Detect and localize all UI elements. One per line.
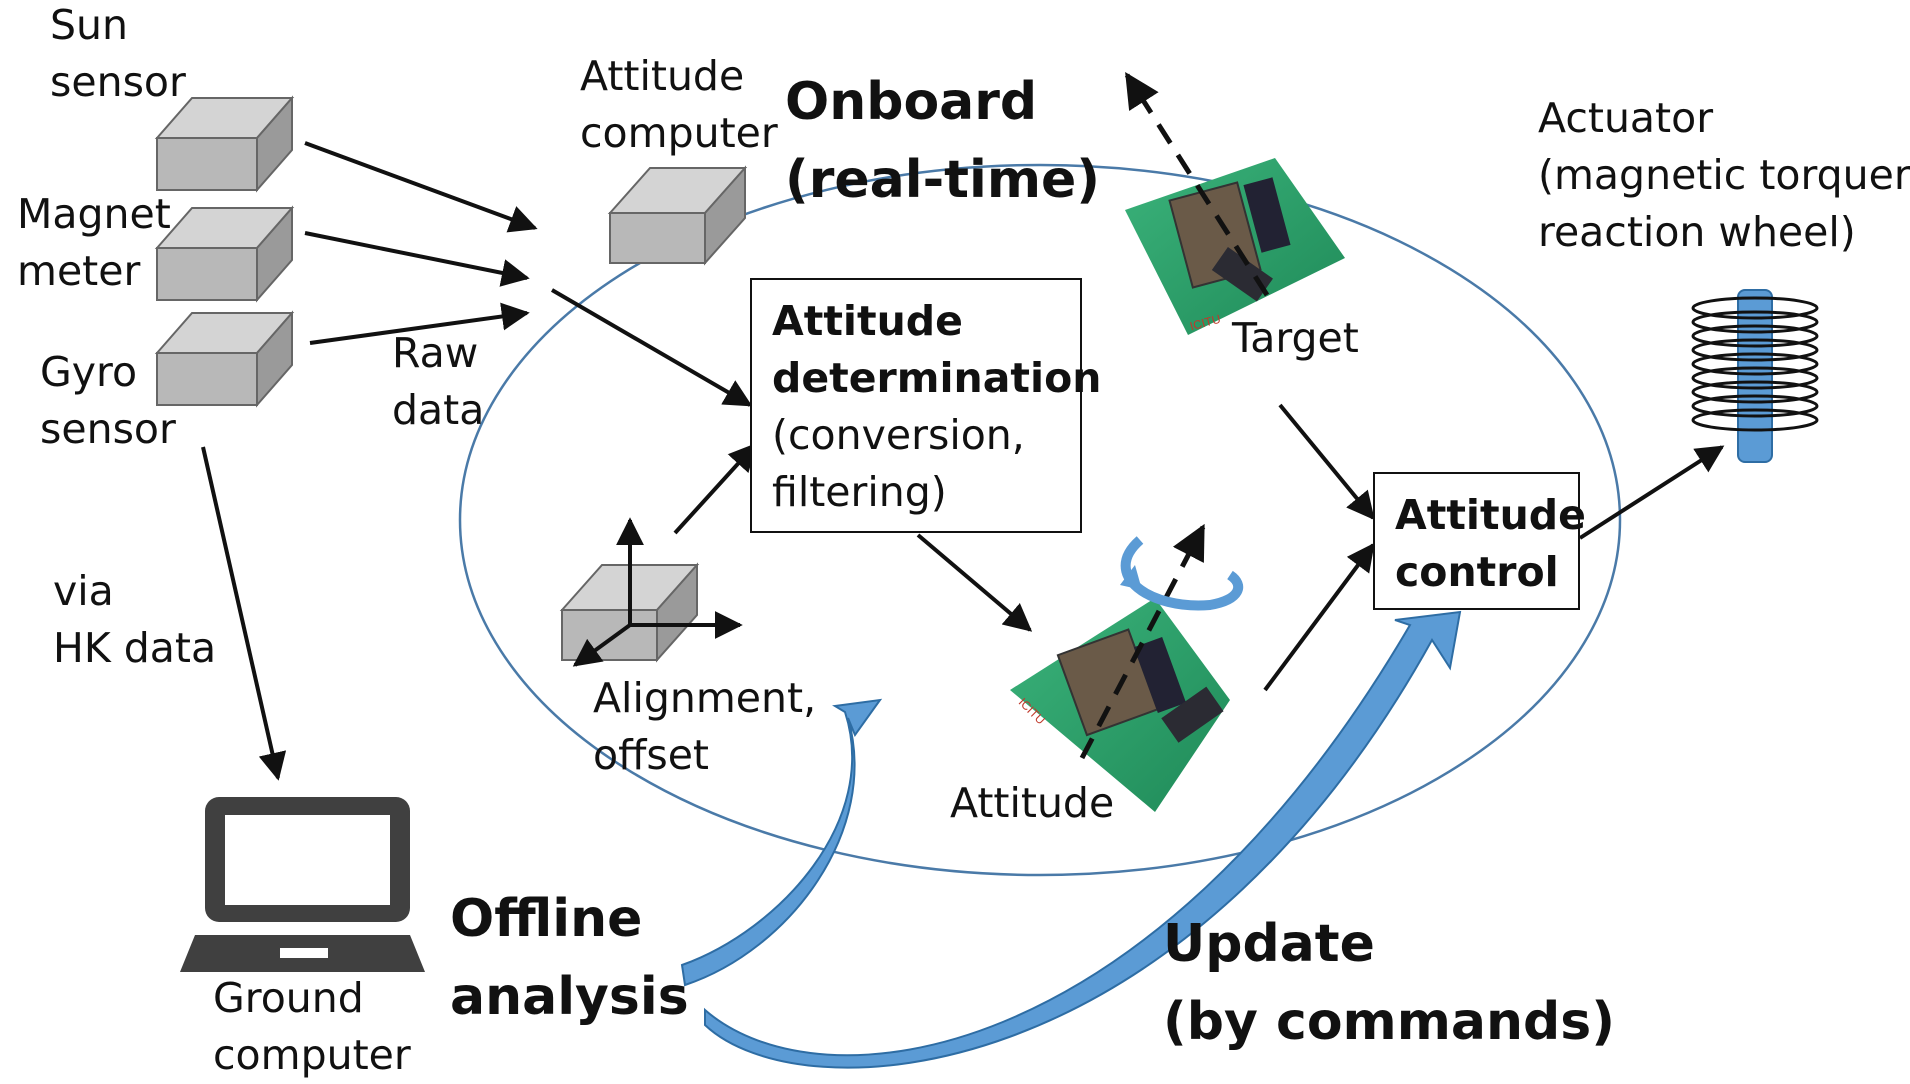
gyro-arrow: [309, 302, 530, 345]
hk-data-label: via HK data: [53, 567, 217, 672]
update-title: Update (by commands): [1163, 914, 1615, 1052]
control-to-actuator-arrow: [1578, 445, 1725, 540]
onboard-loop-ellipse: [458, 163, 1622, 877]
target-to-control-arrow: [1278, 403, 1375, 521]
target-label: Target: [1232, 314, 1359, 362]
attitude-satellite-icon: ICITU: [1010, 523, 1244, 812]
attitude-control-title: Attitude control: [1395, 491, 1586, 596]
alignment-to-determination-arrow: [673, 442, 757, 535]
attitude-determination-title: Attitude determination: [772, 297, 1102, 402]
attitude-computer-label: Attitude computer: [580, 52, 778, 157]
offline-analysis-title: Offline analysis: [450, 889, 689, 1027]
attitude-determination-box: Attitude determination (conversion, filt…: [750, 278, 1102, 533]
onboard-title: Onboard (real-time): [785, 72, 1101, 210]
hk-data-arrow: [201, 446, 287, 781]
update-arrow: [704, 610, 1462, 1069]
magnetometer-arrow: [304, 231, 530, 287]
coordinate-axes-icon: [572, 517, 743, 667]
raw-data-to-determination-arrow: [550, 288, 753, 407]
attitude-control-box: Attitude control: [1373, 472, 1586, 610]
target-satellite-icon: ICITU: [1124, 72, 1345, 335]
coil-actuator-icon: [1691, 289, 1819, 463]
attitude-label: Attitude: [950, 779, 1115, 827]
actuator-label: Actuator (magnetic torquer, reaction whe…: [1538, 94, 1910, 256]
attitude-to-control-arrow: [1263, 542, 1375, 692]
alignment-offset-label: Alignment, offset: [593, 674, 817, 779]
magnetometer-label: Magnet meter: [17, 190, 171, 295]
ground-computer-label: Ground computer: [213, 974, 411, 1079]
gyro-sensor-cube-icon: [154, 310, 295, 408]
sun-sensor-arrow: [304, 141, 538, 233]
magnetometer-cube-icon: [154, 205, 295, 303]
gyro-sensor-label: Gyro sensor: [40, 348, 176, 453]
attitude-computer-cube-icon: [607, 165, 748, 266]
sun-sensor-cube-icon: [154, 95, 295, 193]
laptop-icon: [180, 797, 425, 972]
offline-to-alignment-arrow: [680, 698, 883, 987]
sun-sensor-label: Sun sensor: [50, 1, 186, 106]
attitude-determination-desc: (conversion, filtering): [772, 411, 1025, 516]
raw-data-label: Raw data: [392, 329, 485, 434]
determination-to-attitude-arrow: [916, 533, 1033, 632]
